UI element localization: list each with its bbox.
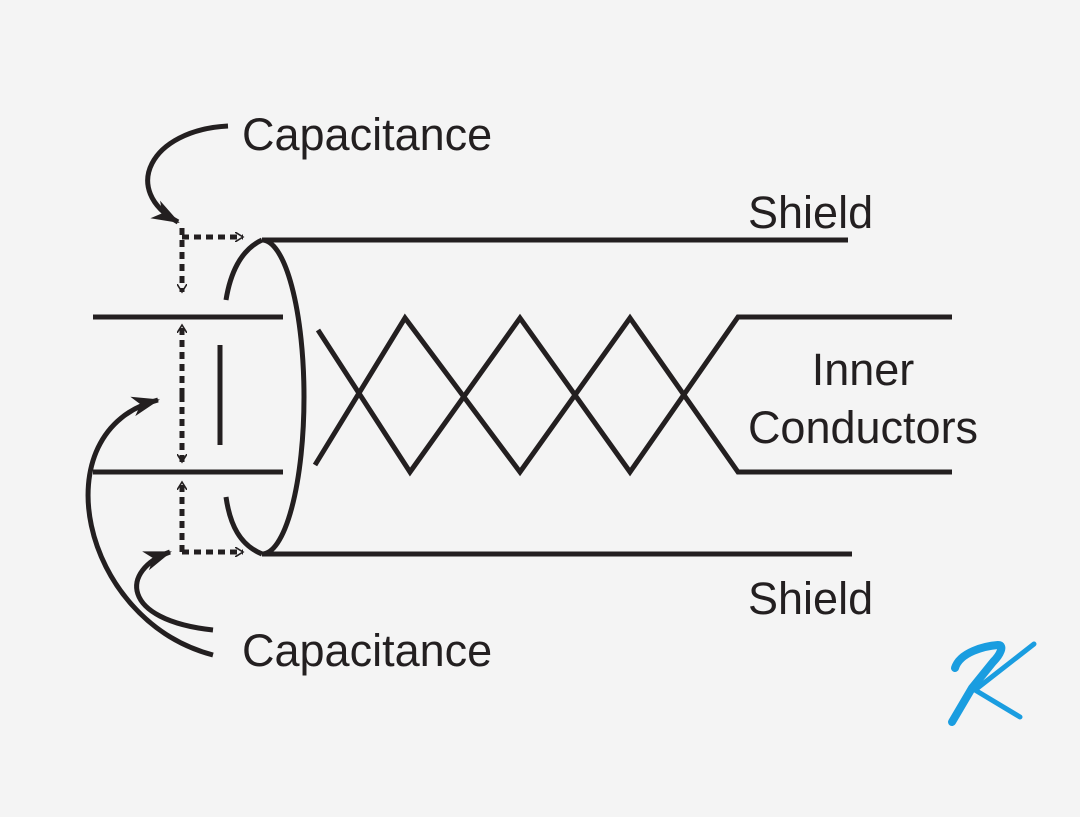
shield-end-ellipse-back-top [223,237,264,301]
shield-end-ellipse-front [261,237,307,557]
pointer-arrow-bottom-short [134,549,214,633]
k-logo [948,640,1037,726]
capacitance-label-bottom: Capacitance [242,625,492,676]
inner-conductors-label-line2: Conductors [748,402,978,453]
shield-label-bottom: Shield [748,573,873,624]
twisted-conductor-2 [312,313,952,477]
pointer-arrow-top [145,123,229,225]
capacitance-label-top: Capacitance [242,109,492,160]
shield-label-top: Shield [748,187,873,238]
pointer-arrow-bottom-long [85,396,214,658]
shield-end-ellipse-back-bottom [223,496,264,557]
inner-conductors-label-line1: Inner [812,344,915,395]
